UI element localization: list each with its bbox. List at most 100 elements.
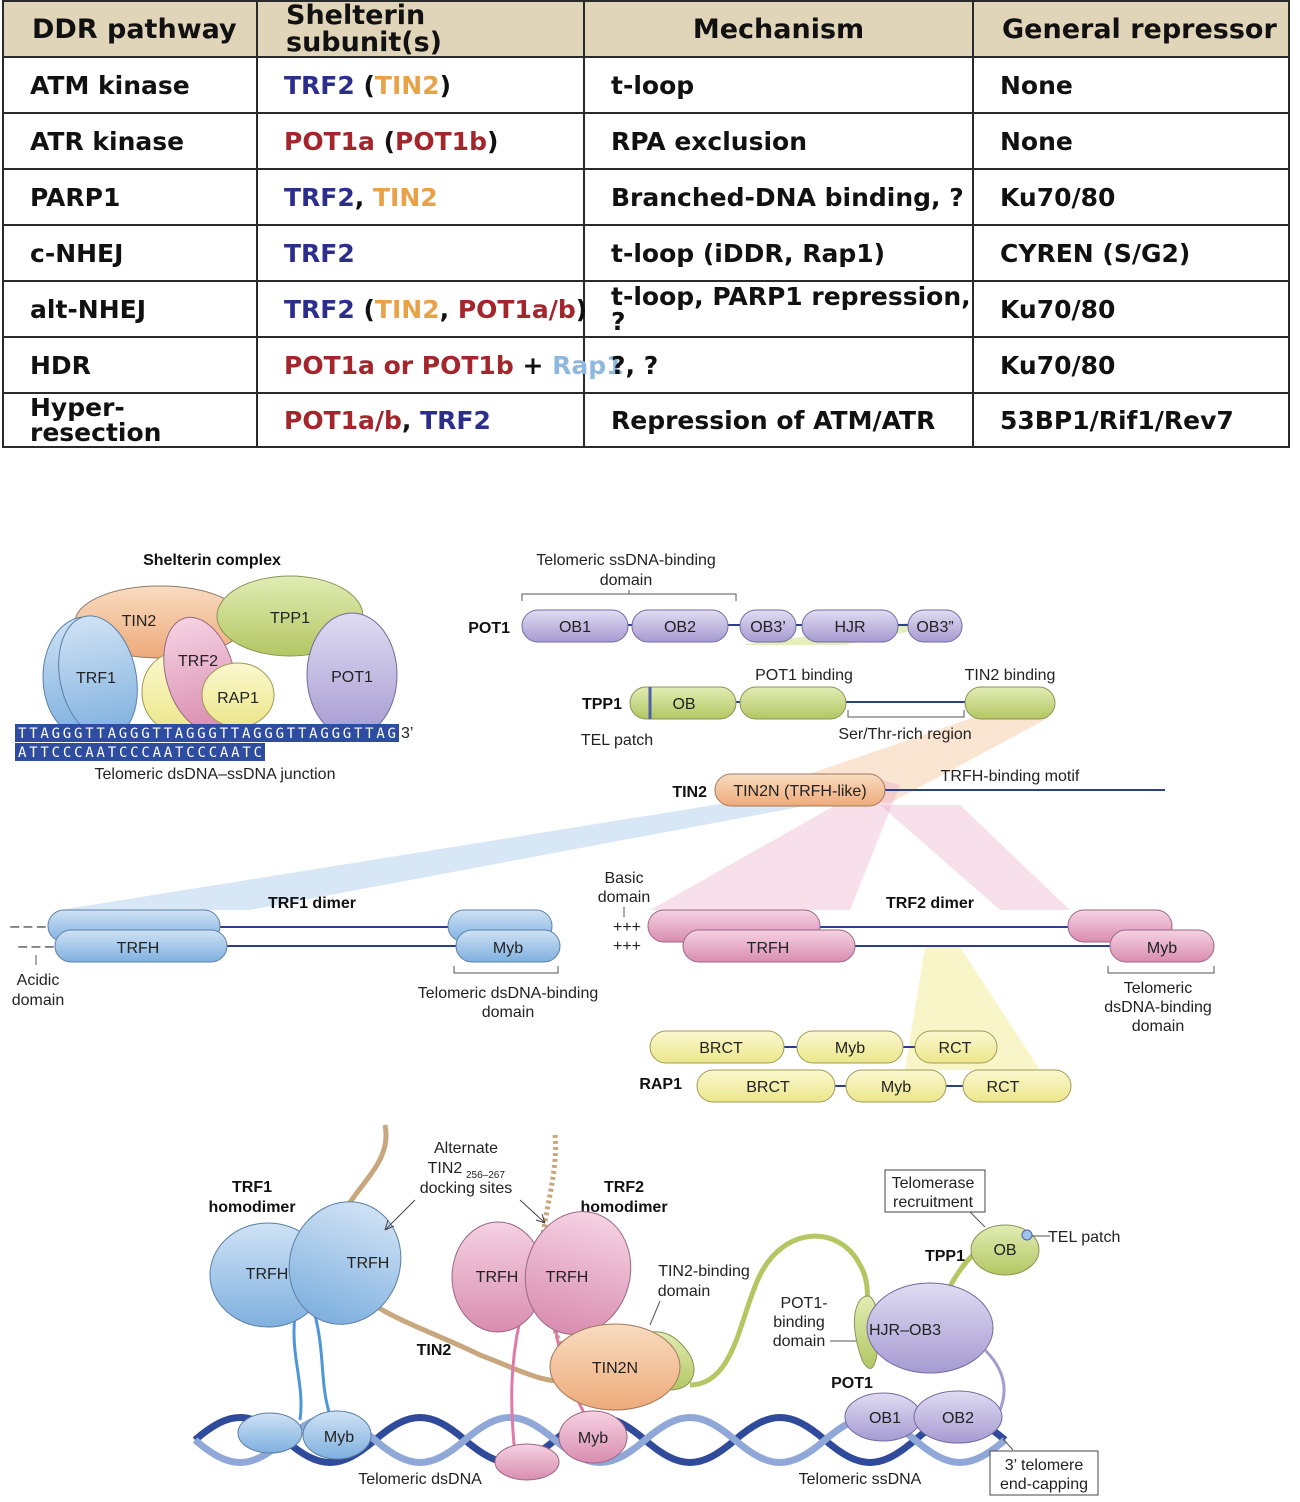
endcap-label: 3’ telomere xyxy=(1005,1457,1084,1474)
trf1-acidic-label: Acidic xyxy=(17,972,60,989)
header-shelterin-subunits: Shelterin subunit(s) xyxy=(256,0,585,58)
trf2-myb-left xyxy=(494,1443,560,1481)
subunit-segment: POT1a xyxy=(284,126,375,156)
pot1-binding-label-2: binding xyxy=(773,1314,825,1331)
trf2-basic-label-2: domain xyxy=(598,889,650,906)
tin2-binding-pointer xyxy=(649,1300,661,1326)
trf1-homodimer-trfh-right xyxy=(288,1201,402,1325)
tpp1-pot1-binding-label: POT1 binding xyxy=(755,667,853,684)
endcap-label-2: end-capping xyxy=(1000,1476,1088,1493)
trf2-dimer-title: TRF2 dimer xyxy=(886,895,974,912)
complex-rap1-label: RAP1 xyxy=(217,690,259,707)
trf1-trfh-label: TRFH xyxy=(117,940,160,957)
pot1-structure-label: POT1 xyxy=(831,1375,873,1392)
structural-model: Telomeric dsDNA Telomeric ssDNA TRF1 hom… xyxy=(192,1124,1120,1496)
tpp1-ser-thr-bracket xyxy=(847,710,965,718)
cell-ddr-pathway: PARP1 xyxy=(2,168,258,226)
mapping-wedges xyxy=(60,623,1070,1070)
pot1-bracket-label-2: domain xyxy=(600,572,652,589)
tin2-name: TIN2 xyxy=(672,784,707,801)
complex-pot1-label: POT1 xyxy=(331,669,373,686)
pot1-ob3-double-prime xyxy=(907,609,963,643)
pot1-hjr-ob3 xyxy=(866,1282,994,1374)
header-ddr-pathway: DDR pathway xyxy=(2,0,258,58)
cell-ddr-pathway: alt-NHEJ xyxy=(2,280,258,338)
tin2n-structure-label: TIN2N xyxy=(592,1360,638,1377)
shelterin-complex-cartoon: Shelterin complex TIN2 TPP1 TRF1 TRF2 RA… xyxy=(15,552,413,783)
cell-ddr-pathway: HDR xyxy=(2,336,258,394)
trf1-dimer-map: TRF1 dimer TRFH Myb – – – – – – Acidic d… xyxy=(10,895,598,1021)
subunit-segment: , xyxy=(439,294,458,324)
tpp1-name: TPP1 xyxy=(582,696,622,713)
cell-shelterin-subunits: POT1a/b, TRF2 xyxy=(256,392,585,448)
tin2-structure-label: TIN2 xyxy=(417,1342,452,1359)
trf2-binding-bracket xyxy=(1107,966,1215,974)
trf1-myb-right-label: Myb xyxy=(324,1429,354,1446)
trf2-plus-top: +++ xyxy=(613,919,641,936)
rap1-domain-map: BRCT Myb RCT BRCT Myb RCT RAP1 xyxy=(639,1030,1072,1103)
subunit-segment: ( xyxy=(374,126,396,156)
trf1-minus-top: – – – xyxy=(10,918,46,935)
pot1-hjr-ob3-label: HJR–OB3 xyxy=(869,1322,941,1339)
shelterin-diagram: Shelterin complex TIN2 TPP1 TRF1 TRF2 RA… xyxy=(0,455,1300,1502)
trf2-myb-right xyxy=(558,1410,628,1464)
telomerase-box xyxy=(884,1169,986,1213)
subunit-segment: , xyxy=(354,182,373,212)
pot1-ob3-prime xyxy=(739,609,797,643)
rap1-myb-back-label: Myb xyxy=(835,1040,865,1057)
complex-trf2-label: TRF2 xyxy=(178,653,218,670)
subunit-segment: ) xyxy=(486,126,499,156)
subunit-segment: + xyxy=(513,350,553,380)
pot1-ob2-globule xyxy=(913,1390,1003,1444)
pot1-binding-label: POT1- xyxy=(780,1295,827,1312)
endcap-pointer xyxy=(1002,1438,1014,1451)
tel-patch-label: TEL patch xyxy=(1048,1229,1120,1246)
subunit-segment: TRF2 xyxy=(420,405,491,435)
trf2-myb xyxy=(1109,929,1215,963)
cell-general-repressor: Ku70/80 xyxy=(972,280,1290,338)
cell-mechanism: Branched-DNA binding, ? xyxy=(583,168,974,226)
subunit-segment: TIN2 xyxy=(374,70,440,100)
tin2-motif-label: TRFH-binding motif xyxy=(941,768,1080,785)
pot1-binding-label-3: domain xyxy=(773,1333,825,1350)
cell-mechanism: RPA exclusion xyxy=(583,112,974,170)
trf1-myb-right xyxy=(302,1410,372,1460)
header-general-repressor: General repressor xyxy=(972,0,1290,58)
trf2-linker-left xyxy=(510,1319,522,1456)
pot1-ob3-double-prime-label: OB3” xyxy=(916,619,953,636)
tin2-domain-map: TRFH-binding motif TIN2N (TRFH-like) TIN… xyxy=(672,768,1165,807)
rap1-rct-label: RCT xyxy=(987,1079,1020,1096)
alternate-arrow-right xyxy=(519,1199,546,1224)
subunit-segment: ) xyxy=(575,294,588,324)
rap1-myb-back xyxy=(796,1030,904,1064)
tpp1-tin2-binding-label: TIN2 binding xyxy=(965,667,1056,684)
pot1-hjr-label: HJR xyxy=(834,619,865,636)
subunit-segment: POT1a/b xyxy=(284,405,402,435)
tpp1-pot1-binding-domain xyxy=(739,686,847,720)
tpp1-linker xyxy=(689,1233,877,1388)
trf1-acidic-label-2: domain xyxy=(12,992,64,1009)
pot1-bracket xyxy=(521,590,737,601)
tpp1-domain-map: POT1 binding TIN2 binding OB Ser/Thr-ric… xyxy=(581,667,1056,749)
cell-shelterin-subunits: TRF2 xyxy=(256,224,585,282)
cell-mechanism: t-loop xyxy=(583,56,974,114)
tpp1-ob xyxy=(629,686,737,720)
tin2-binding-domain-label: TIN2-binding xyxy=(658,1263,750,1280)
trf2-binding-label: Telomeric xyxy=(1124,980,1192,997)
pot1-ob2 xyxy=(631,609,729,643)
trf2-tin2-wedge xyxy=(650,780,900,910)
trf1-binding-bracket xyxy=(453,966,559,974)
pot1-ob-linker xyxy=(983,1348,1006,1411)
tpp1-ob-structure-label: OB xyxy=(993,1242,1016,1259)
trf1-binding-label: Telomeric dsDNA-binding xyxy=(418,985,599,1002)
pot1-ob2-label: OB2 xyxy=(664,619,696,636)
alternate-label: Alternate xyxy=(434,1140,498,1157)
trf1-binding-label-2: domain xyxy=(482,1004,534,1021)
trf1-trfh xyxy=(54,929,228,963)
trf2-binding-label-2: dsDNA-binding xyxy=(1104,999,1212,1016)
trf2-dimer-map: Basic domain +++ +++ TRF2 dimer TRFH Myb… xyxy=(598,870,1215,1035)
tpp1-tel-patch-label: TEL patch xyxy=(581,732,653,749)
cell-mechanism: Repression of ATM/ATR xyxy=(583,392,974,448)
